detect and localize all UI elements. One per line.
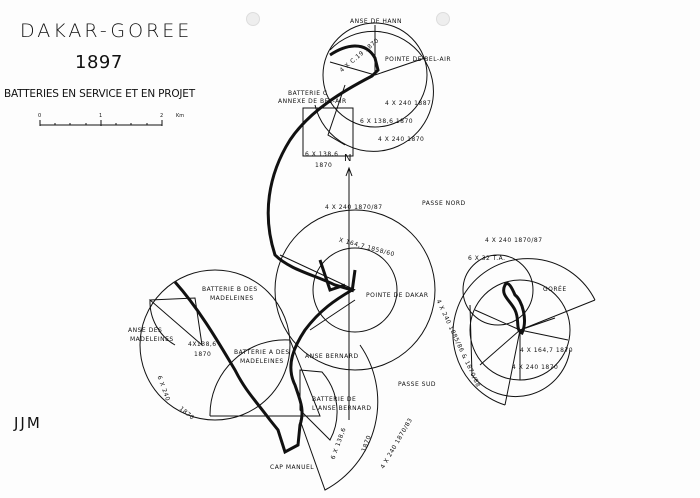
label-batterie-c-gun: 6 x 138,6 bbox=[305, 151, 339, 158]
label-passe-sud: Passe Sud bbox=[398, 381, 436, 388]
signature: JJM bbox=[14, 414, 42, 432]
label-anse-bernard: Anse Bernard bbox=[305, 353, 359, 360]
scale-bar bbox=[39, 120, 163, 126]
punch-hole bbox=[436, 12, 450, 26]
goree-island bbox=[502, 281, 526, 335]
label-goree: Gorée bbox=[543, 286, 567, 293]
scale-unit: Km bbox=[176, 113, 185, 119]
label-goree-gun-4: 4 x 164,7 1870 bbox=[520, 347, 574, 354]
range-pointe-dakar bbox=[274, 209, 436, 371]
label-batterie-b-madeleines: Madeleines bbox=[210, 295, 254, 302]
label-anse-madeleines: Anse des bbox=[128, 327, 163, 334]
scale-tick-2: 2 bbox=[160, 113, 164, 119]
label-batterie-anse-bernard: Batterie de bbox=[312, 396, 357, 403]
range-madeleines bbox=[139, 269, 356, 421]
label-batterie-a: Batterie A des bbox=[234, 349, 290, 356]
range-bel-air bbox=[302, 22, 434, 157]
label-batterie-a-madeleines: Madeleines bbox=[240, 358, 284, 365]
label-bel-air-gun-2: 4 x 240 1887 bbox=[385, 100, 432, 107]
label-pointe-bel-air: Pointe de Bel-Air bbox=[385, 56, 452, 63]
label-batterie-anse-bernard-2: l'Anse Bernard bbox=[312, 405, 372, 412]
coastline bbox=[173, 44, 380, 455]
label-anse-madeleines-2: Madeleines bbox=[130, 336, 174, 343]
map-year: 1897 bbox=[75, 52, 123, 73]
label-bel-air-gun-4: 4 x 240 1870 bbox=[378, 136, 425, 143]
label-batterie-c-annexe: Annexe de Bel-Air bbox=[278, 98, 347, 105]
range-goree bbox=[452, 254, 596, 406]
label-cap-manuel: Cap Manuel bbox=[270, 464, 315, 471]
label-goree-gun-1: 4 x 240 1870/87 bbox=[485, 237, 543, 244]
map-subtitle: BATTERIES EN SERVICE ET EN PROJET bbox=[4, 88, 195, 100]
punch-hole bbox=[246, 12, 260, 26]
label-dakar-gun-1: 4 x 240 1870/87 bbox=[325, 204, 383, 211]
scale-tick-1: 1 bbox=[99, 113, 103, 119]
label-madeleines-gun-1-year: 1870 bbox=[194, 351, 212, 358]
label-bel-air-gun-3: 6 x 138,6 1870 bbox=[360, 118, 414, 125]
scale-tick-0: 0 bbox=[38, 113, 42, 119]
range-anse-bernard bbox=[299, 344, 379, 491]
label-batterie-b: Batterie B des bbox=[202, 286, 258, 293]
label-goree-gun-5: 4 x 240 1870 bbox=[512, 364, 559, 371]
label-batterie-c-year: 1870 bbox=[315, 162, 333, 169]
label-anse-hann: Anse de Hann bbox=[350, 18, 403, 25]
label-goree-gun-2: 6 x 32 T.A. bbox=[468, 255, 506, 262]
label-pointe-dakar: Pointe de Dakar bbox=[366, 292, 429, 299]
label-passe-nord: Passe Nord bbox=[422, 200, 466, 207]
label-batterie-c: Batterie C bbox=[288, 90, 328, 97]
north-label: N bbox=[344, 153, 352, 164]
map-title: DAKAR-GOREE bbox=[20, 20, 193, 42]
label-madeleines-gun-1: 4x138,6 bbox=[188, 341, 217, 348]
